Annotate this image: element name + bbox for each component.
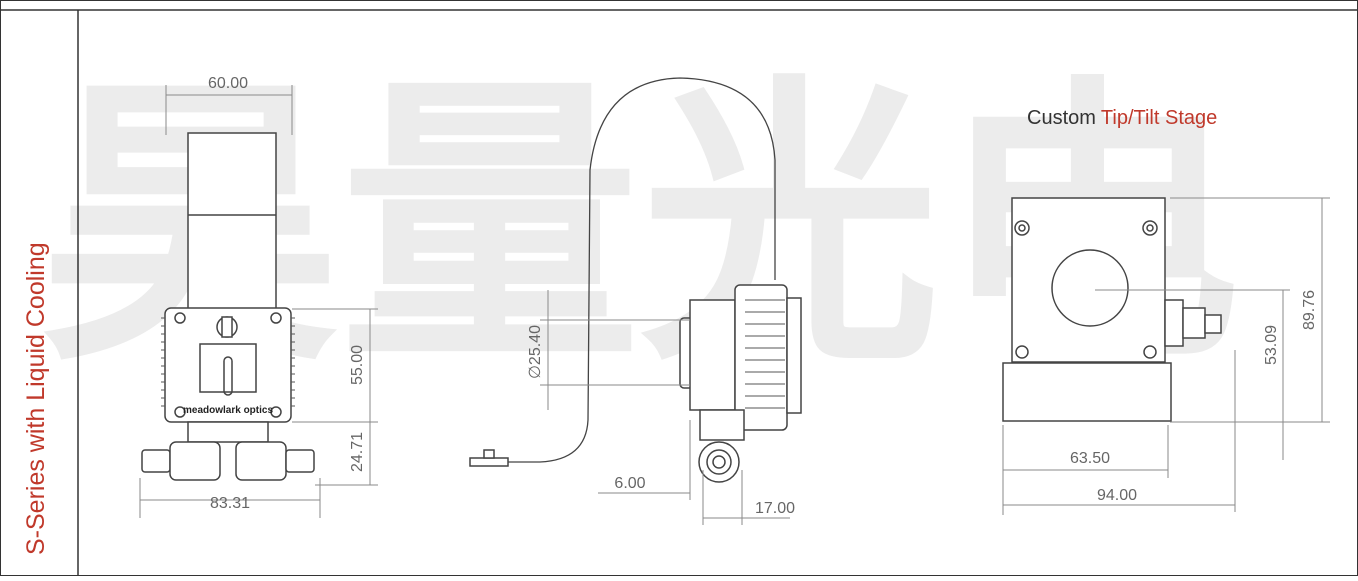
side-dimensions: [540, 290, 790, 525]
dim-stage-overall-width: 94.00: [1097, 487, 1137, 504]
dim-stage-center-height: 53.09: [1263, 325, 1280, 365]
dim-side-aperture: ∅25.40: [527, 325, 544, 379]
stage-base: [1002, 362, 1172, 422]
dim-front-overall-width: 83.31: [210, 495, 250, 512]
dim-stage-base-width: 63.50: [1070, 450, 1110, 467]
dim-front-top-width: 60.00: [208, 75, 248, 92]
stage-view: [1002, 197, 1222, 422]
stage-caption-word1: Custom: [1027, 107, 1096, 129]
cable: [505, 77, 776, 463]
brand-label: meadowlark optics: [183, 405, 273, 416]
sidebar-title: S-Series with Liquid Cooling: [22, 242, 50, 555]
stage-aperture: [1051, 249, 1129, 327]
dim-side-offset: 6.00: [614, 475, 645, 492]
side-view: [469, 77, 802, 483]
dim-front-fitting-height: 24.71: [349, 432, 366, 472]
stage-plate: [1011, 197, 1166, 363]
front-view: meadowlark optics: [141, 132, 315, 481]
dim-stage-height: 89.76: [1301, 290, 1318, 330]
dim-side-depth: 17.00: [755, 500, 795, 517]
stage-caption-word2: Tip/Tilt Stage: [1101, 107, 1217, 129]
front-window: [199, 343, 257, 393]
front-upper-housing: [187, 132, 277, 310]
dim-front-height: 55.00: [349, 345, 366, 385]
front-dimensions: [139, 85, 378, 518]
stage-dimensions: [1002, 197, 1330, 515]
